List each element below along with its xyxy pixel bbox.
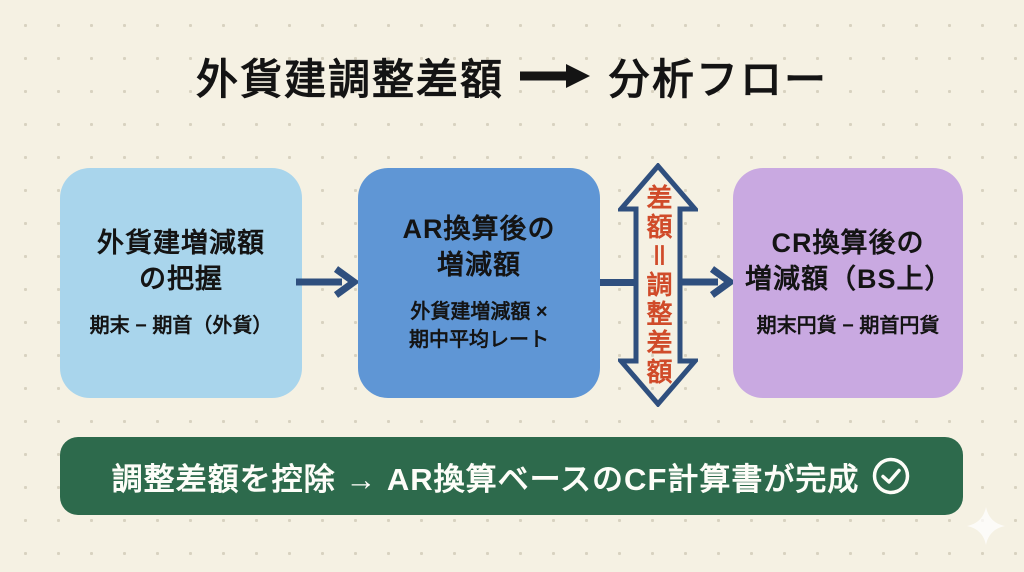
box-title: AR換算後の 増減額 [402,214,556,280]
arrow-right-icon [296,266,360,298]
page-title: 外貨建調整差額 分析フロー [0,46,1024,106]
flow-box-foreign-currency-change: 外貨建増減額 の把握 期末 − 期首（外貨） [60,168,302,398]
page-title-right: 分析フロー [608,55,829,103]
vertical-double-arrow-icon [618,163,698,407]
sparkle-icon [967,507,1005,545]
summary-banner: 調整差額を控除 → AR換算ベースのCF計算書が完成 [60,437,963,515]
flow-box-ar-translated-change: AR換算後の 増減額 外貨建増減額 × 期中平均レート [358,168,600,398]
box-title: 外貨建増減額 の把握 [97,228,265,294]
box-title: CR換算後の 増減額（BS上） [745,228,953,294]
arrow-right-icon [680,266,736,298]
box-subtitle: 外貨建増減額 × 期中平均レート [409,300,549,351]
long-arrow-icon [520,64,590,88]
box-subtitle: 期末 − 期首（外貨） [89,314,273,337]
connector-line [600,279,637,286]
box-subtitle: 期末円貨 − 期首円貨 [756,314,940,337]
banner-text: 調整差額を控除 → AR換算ベースのCF計算書が完成 [111,461,860,497]
vertical-arrow-label-wrap: 差額＝調整差額 [618,174,698,396]
page-title-left: 外貨建調整差額 [195,55,504,103]
flow-box-cr-translated-change: CR換算後の 増減額（BS上） 期末円貨 − 期首円貨 [733,168,963,398]
vertical-arrow-label: 差額＝調整差額 [643,183,673,387]
check-circle-icon [873,457,910,495]
